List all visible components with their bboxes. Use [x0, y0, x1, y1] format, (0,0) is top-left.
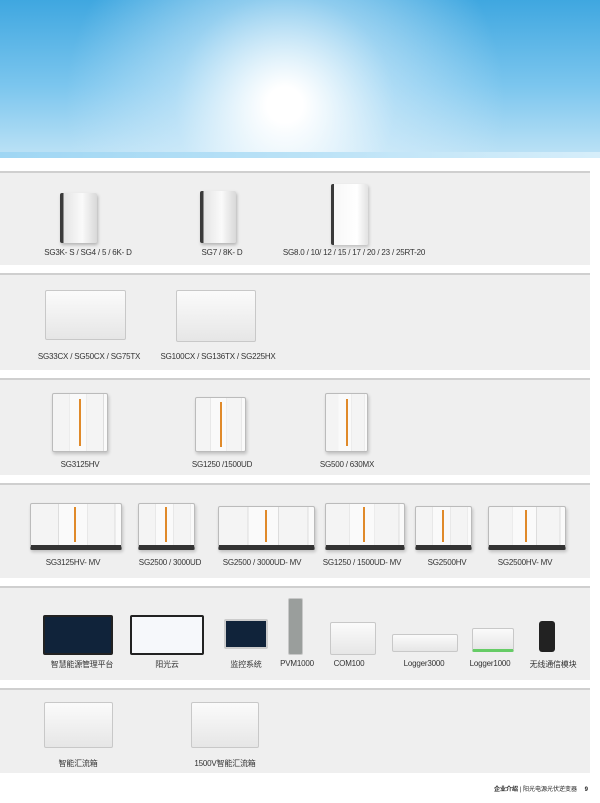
product-label: Logger3000: [403, 659, 445, 668]
product-label: SG500 / 630MX: [319, 460, 375, 469]
page-number: 9: [584, 787, 588, 793]
product-label: COM100: [333, 659, 365, 668]
product-label: SG7 / 8K- D: [201, 248, 243, 257]
product-image: [30, 503, 122, 550]
product-label: SG100CX / SG136TX / SG225HX: [160, 352, 276, 361]
product-label: SG1250 /1500UD: [191, 460, 253, 469]
product-image: [191, 702, 259, 748]
product-image: [539, 621, 555, 652]
product-label: 无线通信模块: [529, 660, 577, 669]
product-label: 1500V智能汇流箱: [194, 759, 256, 768]
product-image: [43, 615, 113, 655]
product-label: SG3125HV- MV: [45, 558, 101, 567]
product-image: [325, 503, 405, 550]
product-image: [176, 290, 256, 342]
footer-section: 企业介绍: [494, 787, 519, 793]
product-label: SG3K- S / SG4 / 5 / 6K- D: [44, 248, 132, 257]
product-label: Logger1000: [469, 659, 511, 668]
sky-sun-banner: [0, 0, 600, 158]
product-label: 阳光云: [155, 660, 179, 669]
product-image: [200, 191, 236, 243]
product-image: [52, 393, 108, 452]
product-image: [45, 290, 126, 340]
product-image: [224, 619, 268, 649]
product-label: SG33CX / SG50CX / SG75TX: [37, 352, 141, 361]
product-image: [195, 397, 246, 452]
product-image: [330, 622, 376, 655]
product-label: PVM1000: [280, 659, 314, 668]
page-footer: 企业介绍 | 阳光电源光伏逆变器 9: [494, 787, 588, 793]
product-image: [44, 702, 113, 748]
product-label: SG2500 / 3000UD- MV: [222, 558, 302, 567]
product-image: [130, 615, 204, 655]
product-image: [392, 634, 458, 652]
product-label: SG1250 / 1500UD- MV: [322, 558, 402, 567]
product-image: [331, 184, 368, 245]
product-label: SG2500HV- MV: [497, 558, 553, 567]
product-image: [288, 598, 303, 655]
product-label: 监控系统: [230, 660, 262, 669]
footer-title: 阳光电源光伏逆变器: [522, 787, 577, 793]
product-label: SG8.0 / 10/ 12 / 15 / 17 / 20 / 23 / 25R…: [282, 248, 426, 257]
product-label: SG2500HV: [427, 558, 467, 567]
product-image: [488, 506, 566, 550]
product-image: [60, 193, 97, 243]
product-image: [218, 506, 315, 550]
product-image: [415, 506, 472, 550]
product-label: SG2500 / 3000UD: [138, 558, 202, 567]
product-label: 智慧能源管理平台: [50, 660, 114, 669]
product-image: [325, 393, 368, 452]
product-image: [472, 628, 514, 652]
product-label: 智能汇流箱: [58, 759, 98, 768]
section-string-inverters-small: [0, 171, 590, 265]
product-label: SG3125HV: [60, 460, 100, 469]
product-image: [138, 503, 195, 550]
